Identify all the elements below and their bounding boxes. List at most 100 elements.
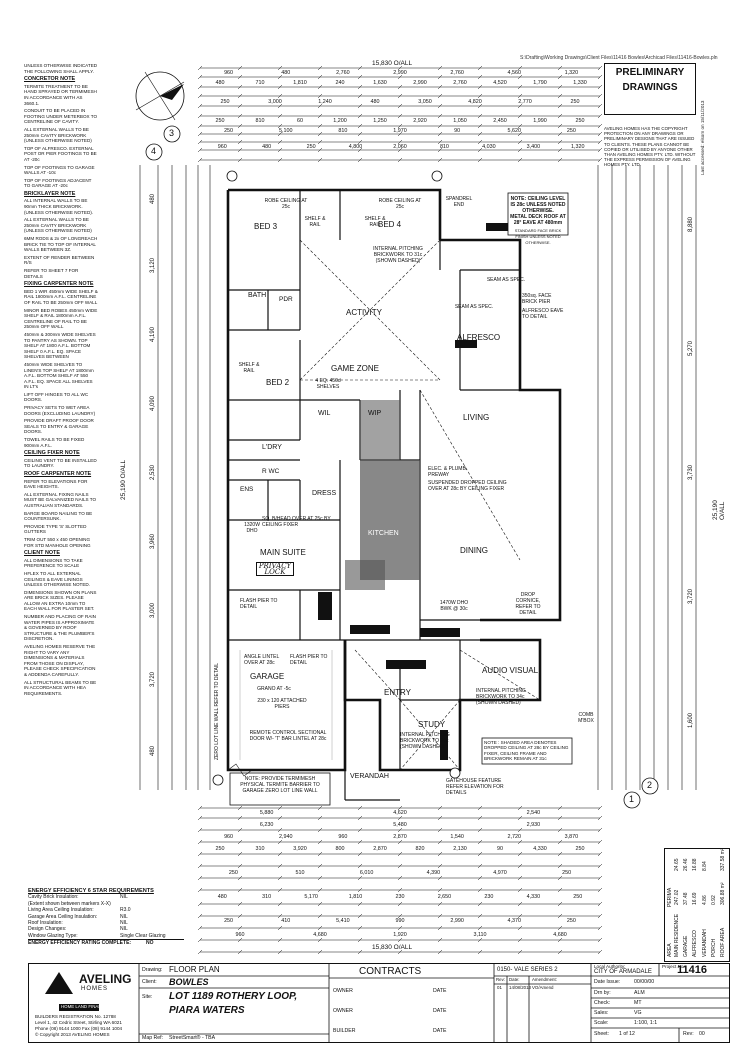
room-study: STUDY bbox=[418, 720, 446, 729]
energy-key: Cavity Brick Insulation: bbox=[28, 894, 79, 901]
dimension-tick bbox=[317, 875, 323, 881]
dimension-label: 6,230 bbox=[259, 822, 274, 828]
dimension-label: 250 bbox=[215, 846, 225, 852]
dimension-tick bbox=[397, 84, 403, 90]
dimension-tick bbox=[477, 93, 483, 99]
dimension-label: 4,330 bbox=[526, 894, 541, 900]
energy-value: R3.0 bbox=[120, 907, 131, 914]
dimension-label: 3,960 bbox=[150, 533, 156, 549]
dimension-tick bbox=[237, 887, 243, 893]
overall-height-left: 25,190 O/ALL bbox=[120, 459, 127, 500]
company-address: Level 1, 42 Cedric Street, Stirling WA 6… bbox=[35, 1020, 122, 1025]
dimension-tick bbox=[477, 113, 483, 119]
dimension-tick bbox=[517, 851, 523, 857]
dimension-tick bbox=[277, 851, 283, 857]
dimension-tick bbox=[197, 131, 203, 137]
dimension-tick bbox=[277, 937, 283, 943]
dimension-tick bbox=[357, 139, 363, 145]
dimension-tick bbox=[437, 139, 443, 145]
notes-item: NUMBER AND PLACING OF RAIN WATER PIPES I… bbox=[24, 614, 96, 642]
dimension-tick bbox=[477, 131, 483, 137]
dimension-label: 800 bbox=[335, 846, 345, 852]
metal-deck-note: METAL DECK ROOF AT 28° EAVE AT 480mm bbox=[510, 214, 566, 226]
project-number: 11416 bbox=[677, 964, 707, 976]
dimension-tick bbox=[517, 815, 523, 821]
dimension-tick bbox=[237, 147, 243, 153]
dimension-tick bbox=[437, 827, 443, 833]
local-authority-label: Local Authority: bbox=[594, 964, 626, 969]
dimension-label: 5,410 bbox=[336, 918, 350, 924]
room-wil: WIL bbox=[318, 410, 331, 417]
dimension-label: 480 bbox=[370, 99, 380, 105]
dimension-tick bbox=[357, 863, 363, 869]
drn-label: Drn by: bbox=[594, 990, 611, 996]
dimension-label: 3,000 bbox=[150, 602, 156, 618]
notes-item: PROVIDE DRAFT PROOF DOOR SEALS TO ENTRY … bbox=[24, 418, 94, 435]
dimension-tick bbox=[397, 937, 403, 943]
company-phone: Phone (08) 9144 1000 Fax (08) 9144 1004 bbox=[35, 1026, 123, 1031]
dimension-tick bbox=[237, 103, 243, 109]
dimension-tick bbox=[237, 863, 243, 869]
dimension-label: 250 bbox=[573, 894, 583, 900]
room-bed2: BED 2 bbox=[266, 378, 290, 387]
dimension-label: 250 bbox=[575, 846, 585, 852]
amendment-header: Amendment: bbox=[532, 977, 557, 982]
dimension-tick bbox=[517, 937, 523, 943]
dimension-label: 4,520 bbox=[493, 80, 507, 86]
dimension-label: 480 bbox=[262, 144, 272, 150]
dimension-tick bbox=[557, 901, 563, 907]
date-issue-label: Date Issue: bbox=[594, 979, 621, 985]
dimension-label: 4,620 bbox=[393, 810, 407, 816]
notes-item: PRIVACY SETS TO WET AREA DOORS (EXCLUDIN… bbox=[24, 405, 96, 416]
dimension-label: 250 bbox=[306, 144, 316, 150]
dimension-tick bbox=[317, 901, 323, 907]
dimension-tick bbox=[357, 827, 363, 833]
dimension-tick bbox=[277, 913, 283, 919]
dimension-label: 3,720 bbox=[150, 671, 156, 687]
dimension-tick bbox=[517, 913, 523, 919]
dimension-tick bbox=[277, 93, 283, 99]
dimension-label: 5,880 bbox=[259, 810, 274, 816]
dimension-tick bbox=[277, 147, 283, 153]
title-block: AVELING HOMES HOME LAND FINANCE BUILDERS… bbox=[28, 963, 730, 1043]
dimension-tick bbox=[317, 123, 323, 129]
area-table-cell: ROOF AREA bbox=[719, 927, 726, 957]
shelves-note: 4 EQ. 450d SHELVES bbox=[315, 378, 341, 390]
dimension-tick bbox=[437, 113, 443, 119]
dimension-tick bbox=[317, 103, 323, 109]
dimension-label: 1,970 bbox=[393, 128, 407, 134]
date1-label: DATE bbox=[433, 988, 447, 994]
dimension-tick bbox=[397, 875, 403, 881]
dimension-tick bbox=[197, 805, 203, 811]
dimension-tick bbox=[597, 113, 603, 119]
owner1-label: OWNER bbox=[333, 988, 353, 994]
dimension-tick bbox=[317, 815, 323, 821]
dimension-tick bbox=[277, 901, 283, 907]
date-header: Date: bbox=[509, 977, 520, 982]
flash-pier-1: FLASH PIER TO DETAIL bbox=[240, 598, 278, 610]
room-bed4: BED 4 bbox=[378, 220, 402, 229]
area-table-cell: ALFRESCO bbox=[692, 930, 699, 957]
dimension-tick bbox=[437, 839, 443, 845]
dimension-label: 250 bbox=[215, 118, 225, 124]
dimension-tick bbox=[397, 74, 403, 80]
dimension-tick bbox=[277, 157, 283, 163]
dimension-tick bbox=[197, 901, 203, 907]
dimension-tick bbox=[477, 901, 483, 907]
dimension-label: 2,060 bbox=[393, 144, 407, 150]
dimension-tick bbox=[597, 851, 603, 857]
dimension-tick bbox=[357, 93, 363, 99]
dimension-label: 960 bbox=[338, 834, 348, 840]
check-value: MT bbox=[634, 1000, 642, 1006]
company-sub: HOMES bbox=[81, 986, 109, 992]
dimension-tick bbox=[317, 827, 323, 833]
notes-heading: FIXING CARPENTER NOTE bbox=[24, 281, 94, 288]
energy-key: Garage Area Ceiling Insulation: bbox=[28, 913, 98, 920]
dimension-tick bbox=[317, 851, 323, 857]
site-label: Site: bbox=[142, 994, 153, 1000]
dimension-label: 60 bbox=[297, 118, 303, 124]
dimension-tick bbox=[397, 815, 403, 821]
dimension-label: 2,650 bbox=[437, 894, 452, 900]
scale-label: Scale: bbox=[594, 1020, 609, 1026]
